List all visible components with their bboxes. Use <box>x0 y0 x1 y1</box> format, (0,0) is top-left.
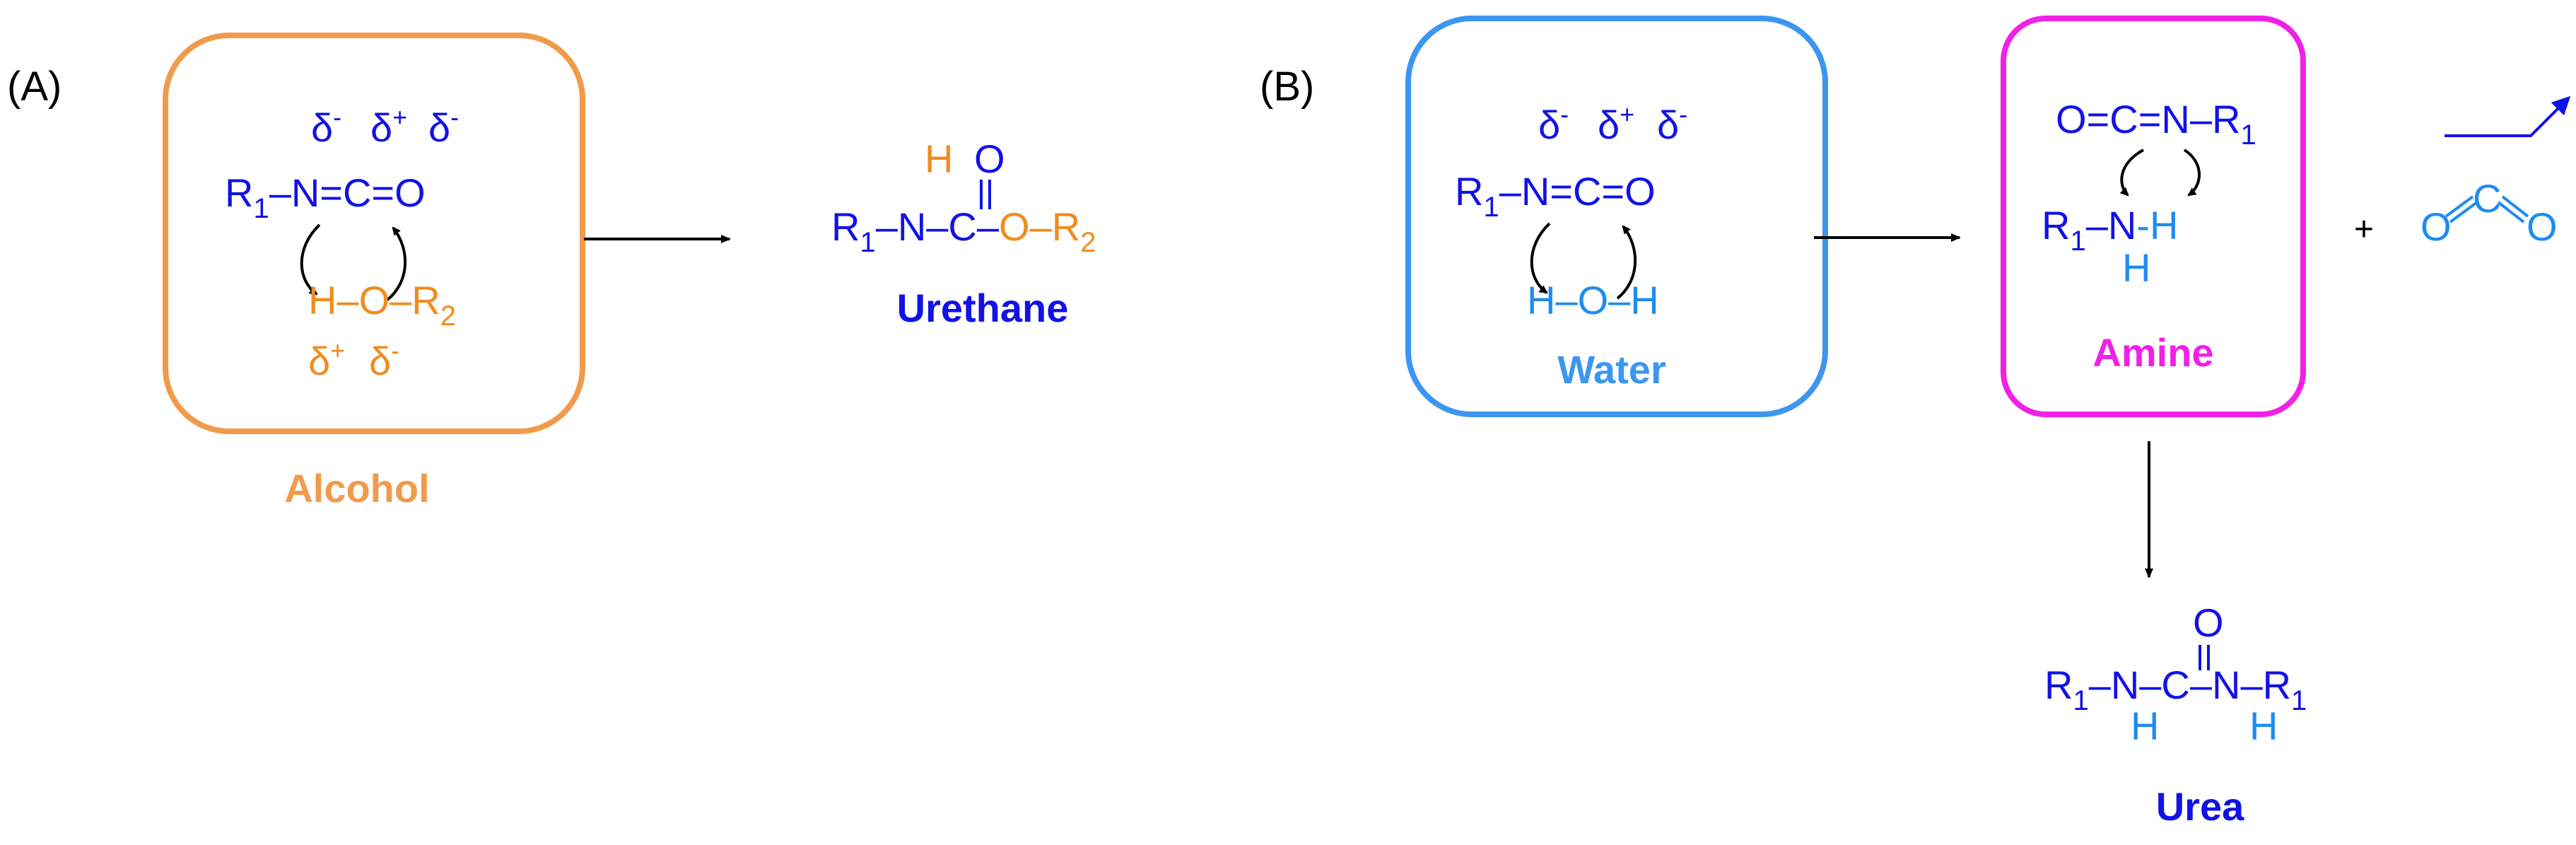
svg-text:δ-: δ- <box>1538 100 1569 147</box>
panel-a-label: (A) <box>7 64 62 110</box>
svg-text:O: O <box>2420 204 2452 249</box>
amine-box-isocyanate: O=C=N–R1 <box>2056 97 2256 151</box>
svg-text:δ+: δ+ <box>308 336 345 383</box>
svg-text:δ+: δ+ <box>370 103 407 150</box>
water-box <box>1405 16 1828 417</box>
svg-text:O: O <box>2527 204 2558 249</box>
alcohol-box <box>163 33 585 434</box>
urea-h-right: H <box>2249 704 2278 748</box>
svg-text:δ-: δ- <box>311 103 341 150</box>
electron-arrow-right <box>386 226 406 301</box>
water-electron-arrow-right <box>1616 225 1637 300</box>
electron-arrow-left <box>300 223 321 296</box>
water-molecule: H–O–H <box>1527 278 1659 322</box>
plus-sign: + <box>2354 211 2374 248</box>
svg-text:δ-: δ- <box>369 336 399 383</box>
amine-molecule: R1–N-H <box>2042 203 2178 257</box>
alcohol-caption: Alcohol <box>284 466 429 511</box>
amine-electron-arrow-left <box>2119 148 2144 197</box>
gas-release-arrow <box>2445 95 2571 137</box>
panel-a-isocyanate: R1–N=C=O <box>225 170 426 224</box>
amine-second-h: H <box>2122 245 2150 290</box>
svg-text:δ+: δ+ <box>1598 100 1634 147</box>
panel-b-label: (B) <box>1260 64 1314 110</box>
water-electron-arrow-left <box>1530 222 1551 294</box>
amine-electron-arrow-right <box>2183 148 2201 197</box>
urethane-nh-h: H <box>925 136 953 181</box>
urea-caption: Urea <box>2156 784 2244 829</box>
co2-molecule: O C O <box>2420 176 2558 249</box>
urea-structure: O R1–N–C–N–R1 H H <box>2044 600 2307 748</box>
urea-carbonyl-o: O <box>2193 600 2224 645</box>
amine-box <box>2001 16 2306 417</box>
panel-b-partial-charges: δ- δ+ δ- <box>1538 100 1687 147</box>
panel-a-partial-charges: δ- δ+ δ- <box>311 103 459 150</box>
urethane-caption: Urethane <box>897 286 1069 330</box>
svg-text:δ-: δ- <box>1657 100 1687 147</box>
svg-text:δ-: δ- <box>428 103 459 150</box>
urea-backbone: R1–N–C–N–R1 <box>2044 663 2307 716</box>
urethane-structure: H O R1–N–C–O–R2 <box>831 136 1096 258</box>
panel-a-alcohol-charges: δ+ δ- <box>308 336 399 383</box>
amine-caption: Amine <box>2092 330 2213 375</box>
panel-b-isocyanate: R1–N=C=O <box>1455 169 1656 223</box>
urethane-carbonyl-o: O <box>974 136 1005 181</box>
svg-text:C: C <box>2473 176 2501 221</box>
urethane-backbone: R1–N–C–O–R2 <box>831 204 1096 258</box>
water-caption: Water <box>1557 347 1666 392</box>
panel-a-alcohol: H–O–R2 <box>308 278 456 332</box>
urea-h-left: H <box>2131 704 2159 748</box>
